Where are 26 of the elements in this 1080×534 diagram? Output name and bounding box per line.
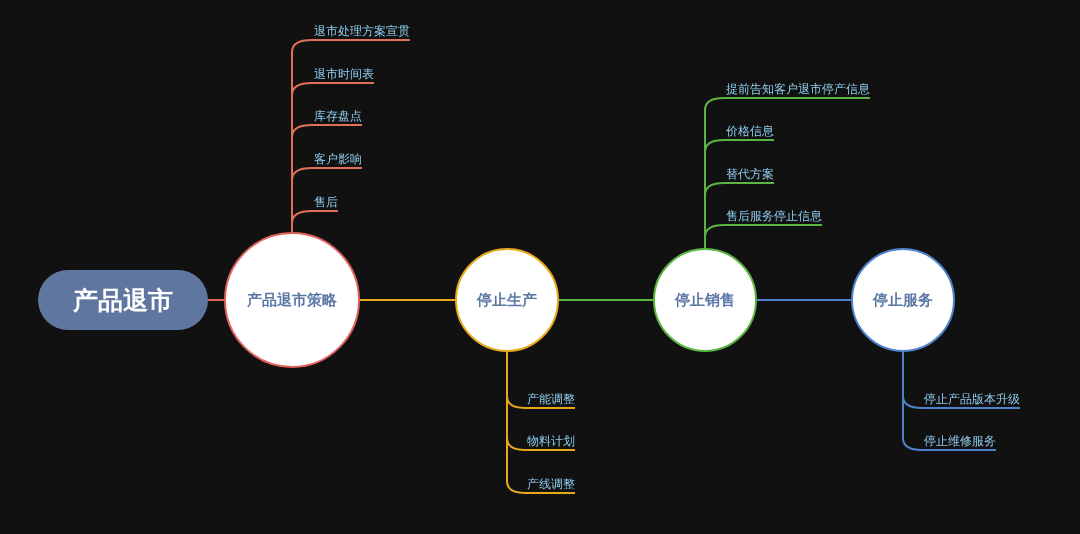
branch-label: 产能调整 [527,391,575,407]
branch-label: 物料计划 [527,433,575,449]
branch-label: 停止产品版本升级 [924,391,1020,407]
branch-label: 退市时间表 [314,66,374,82]
topic-circle: 产品退市策略 [224,232,360,368]
branch-line [558,299,654,301]
branch-line [704,224,823,249]
topic-circle: 停止服务 [851,248,955,352]
topic-circle: 停止生产 [455,248,559,352]
branch-label: 产线调整 [527,476,575,492]
branch-label: 客户影响 [314,151,362,167]
branch-line [902,351,997,451]
branch-label: 提前告知客户退市停产信息 [726,81,870,97]
branch-line [756,299,852,301]
branch-label: 退市处理方案宣贯 [314,23,410,39]
topic-circle: 停止销售 [653,248,757,352]
branch-line [506,351,576,494]
branch-line [207,299,225,301]
branch-label: 替代方案 [726,166,774,182]
branch-line [359,299,456,301]
branch-label: 售后服务停止信息 [726,208,822,224]
branch-label: 价格信息 [726,123,774,139]
branch-label: 停止维修服务 [924,433,996,449]
topic-pill: 产品退市 [38,270,208,330]
branch-label: 售后 [314,194,338,210]
branch-label: 库存盘点 [314,108,362,124]
